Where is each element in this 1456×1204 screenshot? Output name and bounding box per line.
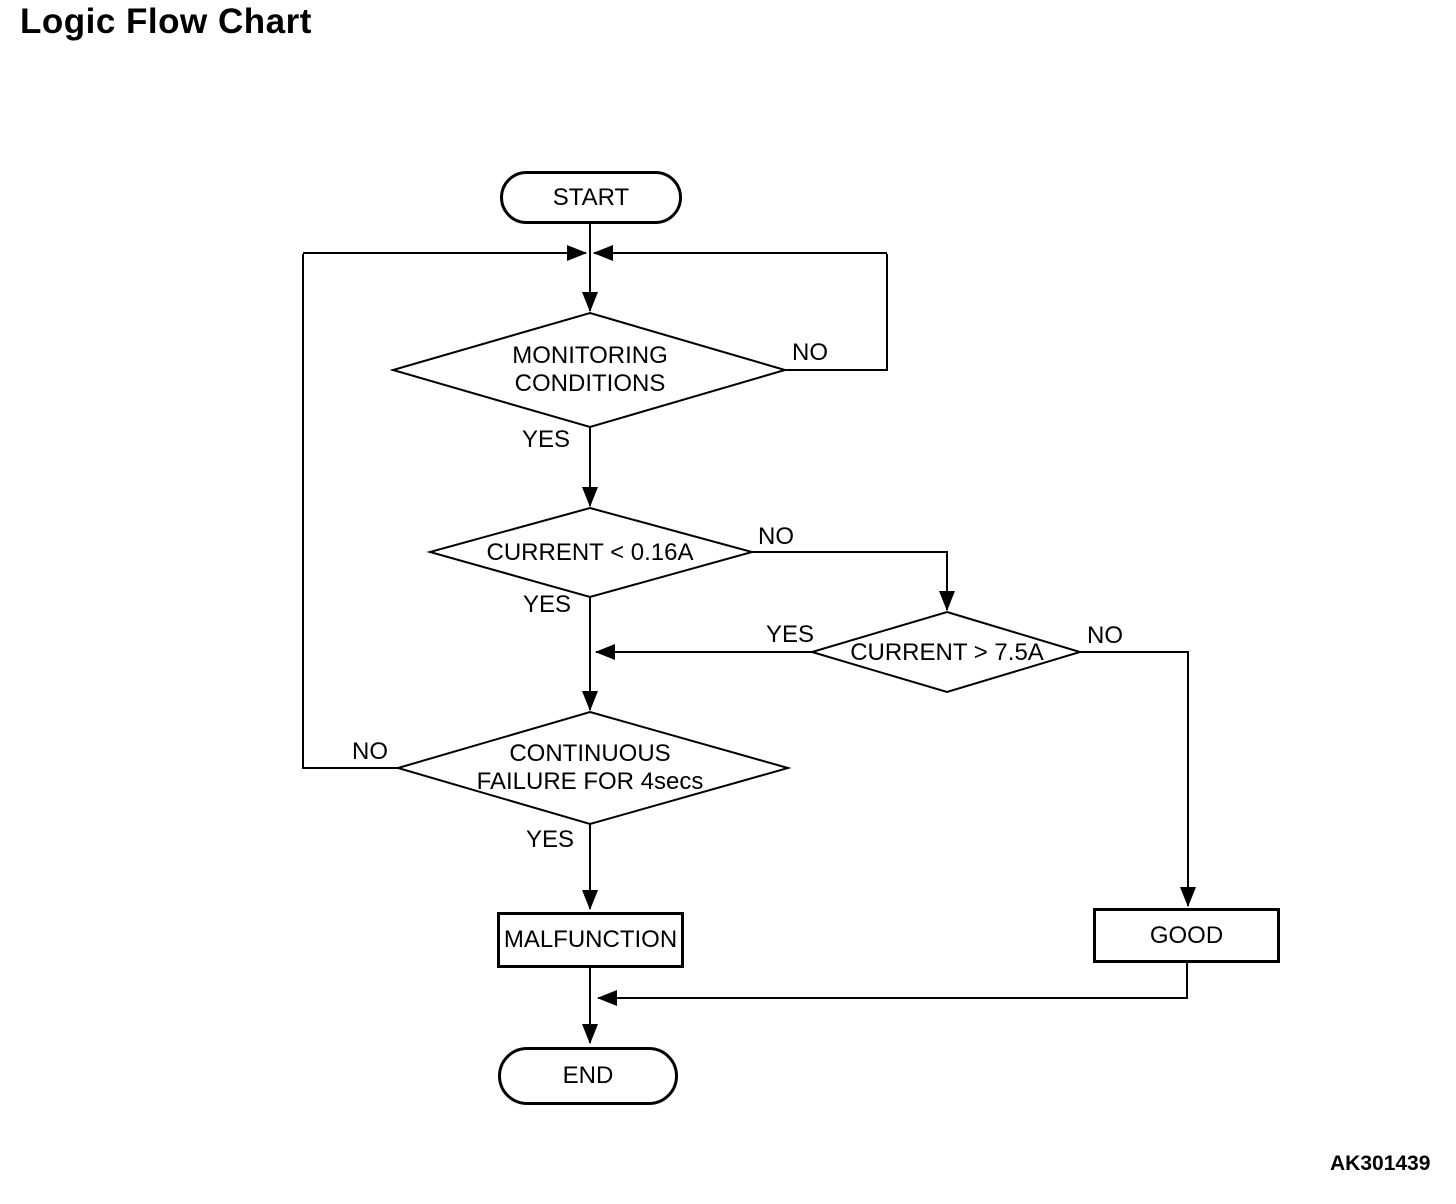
edge-monitoring-no-loop bbox=[785, 254, 888, 371]
continuous-line-1: CONTINUOUS bbox=[509, 740, 671, 767]
edge-current-low-no bbox=[752, 551, 955, 611]
edge-continuous-no-loop bbox=[302, 254, 398, 769]
node-current-above-75a-label: CURRENT > 7.5A bbox=[797, 639, 1097, 667]
current-high-text: CURRENT > 7.5A bbox=[850, 639, 1044, 666]
edge-good-to-end bbox=[597, 963, 1188, 1006]
edge-label-continuous-no: NO bbox=[352, 738, 388, 765]
node-start-label: START bbox=[552, 183, 630, 211]
node-malfunction-label: MALFUNCTION bbox=[503, 926, 678, 953]
node-current-below-016a-label: CURRENT < 0.16A bbox=[440, 539, 740, 567]
continuous-line-2: FAILURE FOR 4secs bbox=[476, 768, 704, 795]
node-start: START bbox=[500, 171, 682, 224]
decision-current-above-75a-shape bbox=[808, 610, 1084, 694]
node-end-label: END bbox=[562, 1062, 614, 1089]
edge-label-current-high-no: NO bbox=[1087, 622, 1123, 649]
node-good-label: GOOD bbox=[1149, 921, 1224, 949]
figure-code: AK301439 bbox=[1330, 1152, 1431, 1175]
node-continuous-failure-label: CONTINUOUS FAILURE FOR 4secs bbox=[440, 740, 740, 796]
node-monitoring-conditions-label: MONITORING CONDITIONS bbox=[440, 342, 740, 398]
decision-monitoring-conditions-shape bbox=[389, 311, 789, 429]
monitoring-line-2: CONDITIONS bbox=[514, 370, 666, 397]
monitoring-line-1: MONITORING bbox=[512, 342, 668, 369]
edge-label-current-high-yes: YES bbox=[766, 621, 815, 648]
edge-label-continuous-yes: YES bbox=[526, 826, 575, 853]
node-good: GOOD bbox=[1093, 908, 1280, 963]
current-low-text: CURRENT < 0.16A bbox=[486, 539, 694, 566]
node-end: END bbox=[498, 1047, 678, 1105]
node-malfunction: MALFUNCTION bbox=[497, 912, 684, 968]
edge-label-current-low-no: NO bbox=[758, 523, 794, 550]
edge-label-monitoring-no: NO bbox=[792, 339, 828, 366]
decision-current-below-016a-shape bbox=[426, 506, 756, 599]
page-title: Logic Flow Chart bbox=[20, 2, 312, 41]
decision-continuous-failure-shape bbox=[394, 710, 792, 826]
edge-label-current-low-yes: YES bbox=[523, 591, 572, 618]
edge-label-monitoring-yes: YES bbox=[522, 426, 571, 453]
edge-current-high-no bbox=[1080, 651, 1196, 907]
